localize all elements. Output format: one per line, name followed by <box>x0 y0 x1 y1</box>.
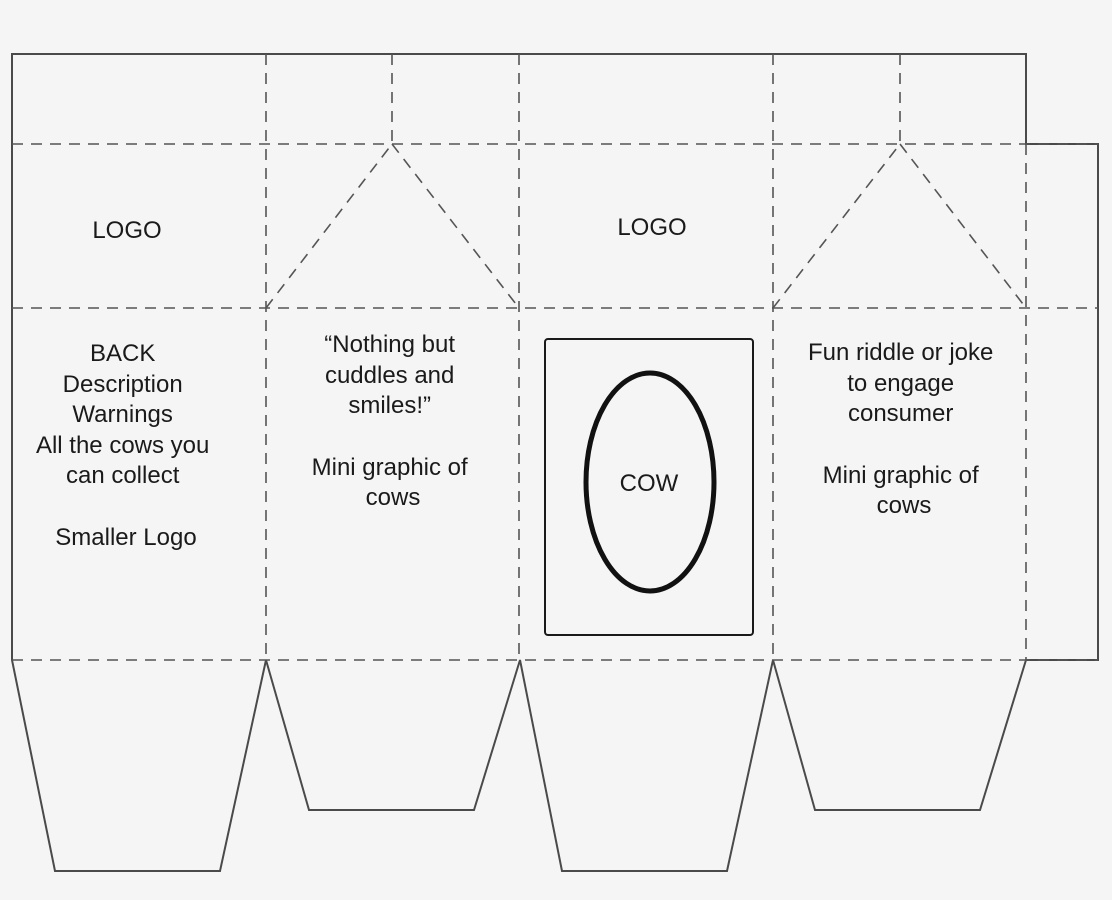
back-line-7: Smaller Logo <box>55 524 196 551</box>
left-side-line-2: cuddles and <box>325 362 454 389</box>
right-side-line-6: cows <box>877 492 932 519</box>
back-line-5: can collect <box>66 462 180 489</box>
left-side-line-6: cows <box>366 484 421 511</box>
left-side-panel-text: “Nothing but cuddles and smiles!” Mini g… <box>312 331 475 511</box>
left-side-line-5: Mini graphic of <box>312 454 468 481</box>
back-line-3: Warnings <box>72 401 172 428</box>
cow-label: COW <box>620 470 679 497</box>
right-side-line-5: Mini graphic of <box>823 462 979 489</box>
logo-label-left: LOGO <box>92 217 161 244</box>
right-side-line-1: Fun riddle or joke <box>808 339 993 366</box>
fold-line-diagonal-2 <box>391 143 520 309</box>
right-side-line-2: to engage <box>847 370 954 397</box>
back-line-4: All the cows you <box>36 432 209 459</box>
back-panel-text: BACK Description Warnings All the cows y… <box>36 340 216 551</box>
right-side-line-3: consumer <box>848 400 953 427</box>
left-side-line-1: “Nothing but <box>324 331 455 358</box>
fold-line-diagonal-3 <box>772 143 901 309</box>
front-image-frame <box>544 338 754 636</box>
back-line-1: BACK <box>90 340 155 367</box>
back-line-2: Description <box>63 371 183 398</box>
left-side-line-3: smiles!” <box>348 392 431 419</box>
cow-oval <box>583 370 717 594</box>
logo-label-center: LOGO <box>617 214 686 241</box>
fold-line-diagonal-1 <box>265 143 393 309</box>
fold-line-diagonal-4 <box>899 143 1027 309</box>
right-side-panel-text: Fun riddle or joke to engage consumer Mi… <box>808 339 1000 519</box>
